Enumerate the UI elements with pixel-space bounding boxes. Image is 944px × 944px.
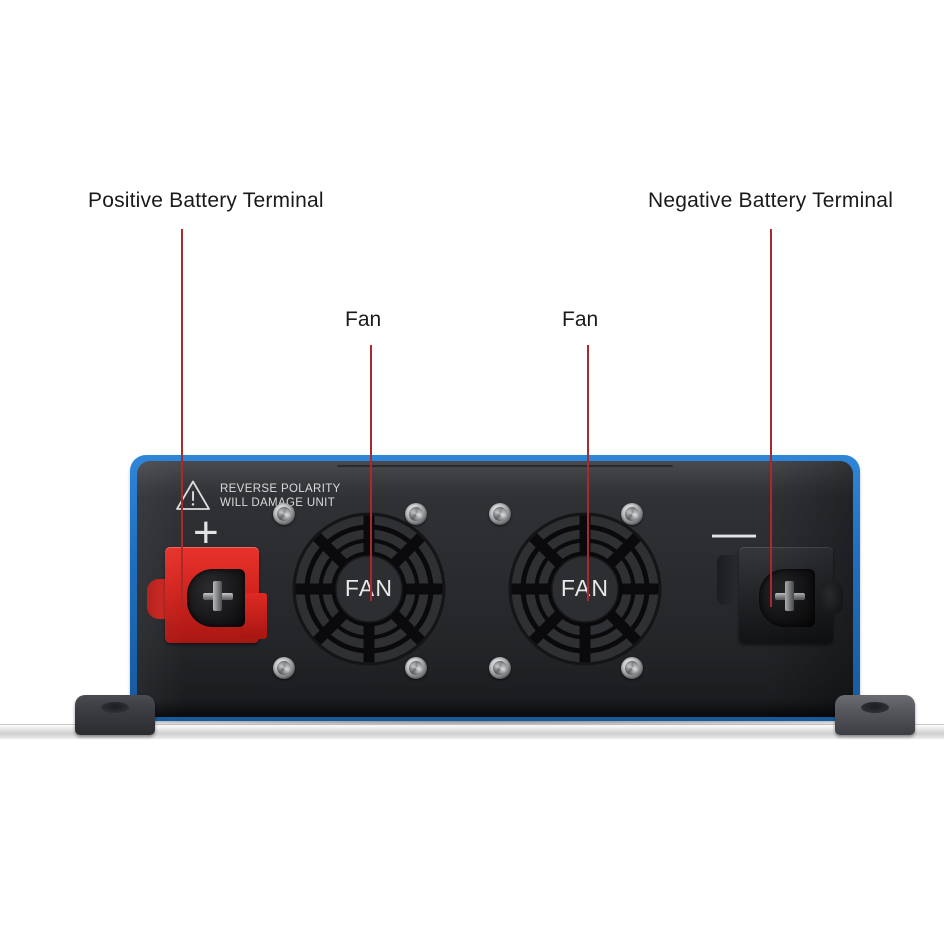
screw [489,657,511,679]
leader-line-fan-right [587,345,589,601]
ground-surface [0,724,944,739]
fan-left: FAN [287,507,451,671]
warning-triangle-icon [176,480,210,510]
screw [273,657,295,679]
callout-label-fan-right: Fan [562,308,599,331]
mounting-hole-icon [101,702,129,713]
screw [405,657,427,679]
callout-label-positive-battery-terminal: Positive Battery Terminal [88,189,324,212]
screw [621,657,643,679]
panel-bottom-lip [137,701,853,717]
fan-label: FAN [560,575,610,601]
fan-right: FAN [503,507,667,671]
terminal-stud-icon [785,581,794,611]
screw [405,503,427,525]
negative-battery-terminal[interactable] [717,547,847,649]
terminal-latch-tab[interactable] [821,581,843,615]
warning-decal: REVERSE POLARITY WILL DAMAGE UNIT [175,479,341,512]
fan-grill-icon [508,512,662,666]
front-panel: REVERSE POLARITY WILL DAMAGE UNIT + — [137,461,853,717]
fan-label: FAN [344,575,394,601]
mounting-foot-left [75,695,155,735]
screw [273,503,295,525]
mounting-foot-right [835,695,915,735]
terminal-stud-icon [213,581,222,611]
screw [621,503,643,525]
terminal-lug-window [759,569,815,627]
fan-grill-icon [292,512,446,666]
leader-line-positive-battery-terminal [181,229,183,607]
warning-text: REVERSE POLARITY WILL DAMAGE UNIT [220,482,341,509]
terminal-lug-window [187,569,245,627]
screw [489,503,511,525]
callout-label-negative-battery-terminal: Negative Battery Terminal [648,189,894,212]
mounting-hole-icon [861,702,889,713]
leader-line-negative-battery-terminal [770,229,772,607]
callout-label-fan-left: Fan [345,308,382,331]
positive-battery-terminal[interactable] [147,547,269,649]
panel-seam [337,465,673,469]
power-inverter-device: REVERSE POLARITY WILL DAMAGE UNIT + — [75,455,915,735]
leader-line-fan-left [370,345,372,601]
